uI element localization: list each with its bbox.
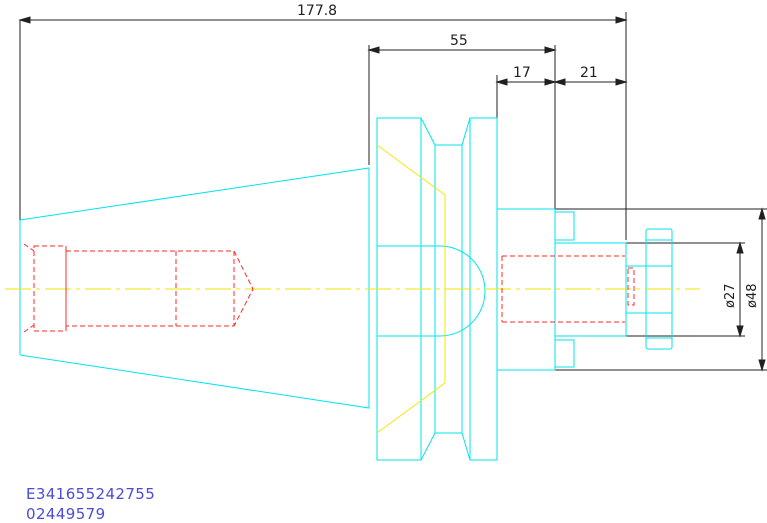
- dim-flange-length: 55: [450, 33, 468, 49]
- drawing-code-2: 02449579: [26, 505, 106, 523]
- dim-overall-length: 177.8: [297, 3, 337, 19]
- dim-large-diameter: ø48: [745, 284, 760, 309]
- dimension-lines: [18, 12, 767, 372]
- hidden-lines: [23, 243, 635, 333]
- dim-small-diameter: ø27: [723, 284, 738, 309]
- drawing-code-1: E341655242755: [26, 485, 156, 503]
- dim-nose-length: 21: [580, 65, 598, 81]
- dim-hub-length: 17: [513, 65, 531, 81]
